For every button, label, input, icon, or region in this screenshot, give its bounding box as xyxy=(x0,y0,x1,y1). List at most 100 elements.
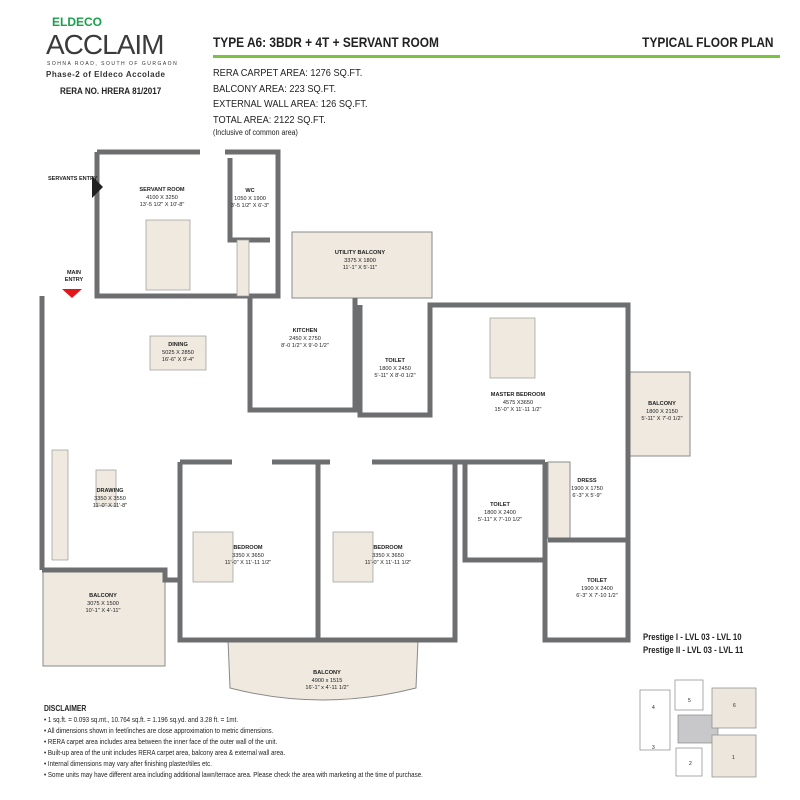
brand-tagline: SOHNA ROAD, SOUTH OF GURGAON xyxy=(47,61,179,67)
dining-table xyxy=(149,335,207,371)
room-name: KITCHEN xyxy=(292,328,318,334)
room-imperial: 5'-11" X 7'-0 1/2" xyxy=(641,416,683,423)
room-metric: 1900 X 2400 xyxy=(581,585,613,592)
room-metric: 1800 X 2150 xyxy=(646,408,678,415)
header-divider xyxy=(213,55,780,58)
bedroom-1-bed xyxy=(192,531,234,583)
key-unit-1 xyxy=(711,734,757,778)
key-unit-6 xyxy=(711,687,757,729)
room-imperial: 11'-0" X 11'-11 1/2" xyxy=(364,560,412,567)
room-name: TOILET xyxy=(587,578,607,584)
room-metric: 5025 X 2850 xyxy=(162,349,194,356)
room-imperial: 11'-0" X 11'-8" xyxy=(92,503,128,510)
room-imperial: 8'-0 1/2" X 9'-0 1/2" xyxy=(281,343,329,350)
brand-phase: Phase-2 of Eldeco Accolade xyxy=(46,70,166,79)
key-unit-label: 6 xyxy=(733,703,736,709)
balcony-floors xyxy=(42,231,691,701)
room-imperial: 16'-1" x 4'-11 1/2" xyxy=(305,685,349,692)
room-imperial: 10'-1" X 4'-11" xyxy=(85,608,121,615)
room-imperial: 11'-1" X 5'-11" xyxy=(342,265,378,272)
disclaimer-item: • Internal dimensions may vary after fin… xyxy=(44,759,212,768)
main-entry-label: MAIN ENTRY xyxy=(64,270,84,283)
room-metric: 2450 X 2750 xyxy=(289,335,321,342)
utility-balcony-floor xyxy=(291,231,433,299)
room-name: BALCONY xyxy=(313,670,341,676)
room-metric: 4575 X3650 xyxy=(502,399,534,406)
servants-entry-label: SERVANTS ENTRY xyxy=(48,176,98,182)
key-unit-label: 3 xyxy=(652,745,655,751)
area-summary: RERA CARPET AREA: 1276 SQ.FT. BALCONY AR… xyxy=(213,66,368,138)
room-metric: 1800 X 2450 xyxy=(379,365,411,372)
room-name: DRESS xyxy=(577,478,597,484)
levels-prestige-1: Prestige I - LVL 03 - LVL 10 xyxy=(643,632,742,643)
master-bed xyxy=(489,317,536,379)
rera-number: RERA NO. HRERA 81/2017 xyxy=(60,86,162,97)
balcony-area: BALCONY AREA: 223 SQ.FT. xyxy=(213,82,337,95)
levels-prestige-2: Prestige II - LVL 03 - LVL 11 xyxy=(643,645,744,656)
key-unit-label: 4 xyxy=(652,705,655,711)
key-plan xyxy=(639,679,757,778)
disclaimer-item: • Built-up area of the unit includes RER… xyxy=(44,748,286,757)
levels-info: Prestige I - LVL 03 - LVL 10 Prestige II… xyxy=(643,631,743,657)
key-unit-2 xyxy=(675,747,703,777)
dress-wardrobe xyxy=(547,461,571,539)
disclaimer-item: • 1 sq.ft. = 0.093 sq.mt., 10.764 sq.ft.… xyxy=(44,715,239,724)
room-name: BALCONY xyxy=(648,401,676,407)
room-name: DRAWING xyxy=(96,488,124,494)
room-metric: 1800 X 2400 xyxy=(484,509,516,516)
key-unit-4-3 xyxy=(639,689,671,751)
room-imperial: 6'-3" X 5'-9" xyxy=(572,493,602,500)
room-metric: 1900 X 1750 xyxy=(571,485,603,492)
room-metric: 3350 X 3650 xyxy=(232,552,264,559)
total-area: TOTAL AREA: 2122 SQ.FT. xyxy=(213,113,326,126)
room-imperial: 15'-0" X 11'-11 1/2" xyxy=(494,407,542,414)
key-unit-5 xyxy=(674,679,704,711)
room-imperial: 13'-5 1/2" X 10'-8" xyxy=(139,202,185,209)
key-core xyxy=(677,714,719,744)
room-metric: 1050 X 1900 xyxy=(234,195,266,202)
furniture xyxy=(51,219,536,583)
disclaimer-item: • RERA carpet area includes area between… xyxy=(44,737,278,746)
key-unit-label: 2 xyxy=(689,761,692,767)
servants-entry-arrow-icon xyxy=(92,176,103,198)
room-metric: 3350 X 3550 xyxy=(94,495,126,502)
bedroom-balcony-floor xyxy=(227,639,419,701)
walls xyxy=(39,149,631,643)
room-name: BEDROOM xyxy=(233,545,263,551)
master-balcony-floor xyxy=(629,371,691,457)
drawing-table xyxy=(95,469,117,507)
external-wall-area: EXTERNAL WALL AREA: 126 SQ.FT. xyxy=(213,98,368,110)
main-entry-arrow-icon xyxy=(62,289,82,298)
room-name: WC xyxy=(245,188,255,194)
servant-shelf xyxy=(236,239,250,297)
drawing-balcony-floor xyxy=(42,569,166,667)
room-name: SERVANT ROOM xyxy=(139,187,185,193)
servant-bed xyxy=(145,219,191,291)
room-imperial: 5'-11" X 8'-0 1/2" xyxy=(374,373,416,380)
area-note: (Inclusive of common area) xyxy=(213,128,298,137)
room-metric: 4100 X 3250 xyxy=(146,194,178,201)
room-name: BEDROOM xyxy=(373,545,403,551)
room-name: DINING xyxy=(168,342,188,348)
disclaimer-item: • Some units may have different area inc… xyxy=(44,770,423,779)
drawing-sofa xyxy=(51,449,69,561)
room-metric: 3375 X 1800 xyxy=(344,257,376,264)
room-name: TOILET xyxy=(490,502,510,508)
unit-type-title: TYPE A6: 3BDR + 4T + SERVANT ROOM xyxy=(213,34,439,50)
room-metric: 3075 X 1500 xyxy=(87,600,119,607)
disclaimer-heading: DISCLAIMER xyxy=(44,704,87,713)
